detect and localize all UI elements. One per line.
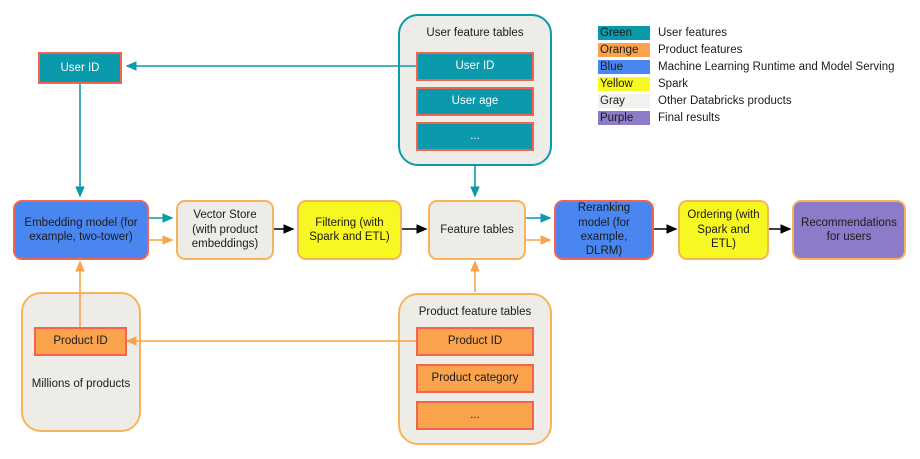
legend-row-green: Green User features [598,26,895,43]
group-product-feature-tables-title: Product feature tables [418,306,532,318]
legend-row-gray: Gray Other Databricks products [598,94,895,111]
legend-swatch-green: Green [598,26,650,40]
legend-desc-orange: Product features [658,44,743,56]
legend-swatch-blue: Blue [598,60,650,74]
legend-swatch-yellow: Yellow [598,77,650,91]
user-feature-item-user-age[interactable]: User age [416,87,534,116]
group-millions-of-products-caption: Millions of products [31,378,131,390]
legend-row-yellow: Yellow Spark [598,77,895,94]
node-filtering[interactable]: Filtering (with Spark and ETL) [297,200,402,260]
node-feature-tables[interactable]: Feature tables [428,200,526,260]
node-embedding-model[interactable]: Embedding model (for example, two-tower) [13,200,149,260]
legend-row-orange: Orange Product features [598,43,895,60]
product-feature-item-product-category[interactable]: Product category [416,364,534,393]
legend: Green User features Orange Product featu… [598,26,895,128]
node-reranking-model[interactable]: Reranking model (for example, DLRM) [554,200,654,260]
legend-swatch-gray: Gray [598,94,650,108]
legend-row-blue: Blue Machine Learning Runtime and Model … [598,60,895,77]
product-feature-item-ellipsis[interactable]: ... [416,401,534,430]
user-feature-item-user-id[interactable]: User ID [416,52,534,81]
legend-swatch-orange: Orange [598,43,650,57]
node-ordering[interactable]: Ordering (with Spark and ETL) [678,200,769,260]
legend-swatch-purple: Purple [598,111,650,125]
user-feature-item-ellipsis[interactable]: ... [416,122,534,151]
legend-desc-green: User features [658,27,728,39]
legend-row-purple: Purple Final results [598,111,895,128]
node-user-id[interactable]: User ID [38,52,122,84]
legend-desc-purple: Final results [658,112,720,124]
millions-of-products-item-product-id[interactable]: Product ID [34,327,127,356]
node-recommendations[interactable]: Recommendations for users [792,200,906,260]
group-millions-of-products [21,292,141,432]
product-feature-item-product-id[interactable]: Product ID [416,327,534,356]
legend-desc-gray: Other Databricks products [658,95,792,107]
legend-desc-yellow: Spark [658,78,689,90]
legend-desc-blue: Machine Learning Runtime and Model Servi… [658,61,895,73]
node-vector-store[interactable]: Vector Store (with product embeddings) [176,200,274,260]
group-user-feature-tables-title: User feature tables [426,27,524,39]
